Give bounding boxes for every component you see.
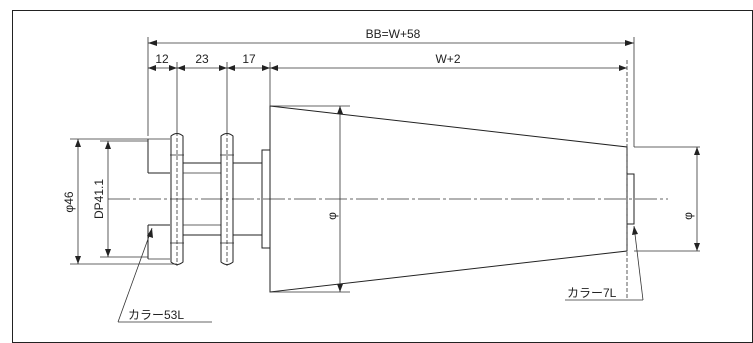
- dim-overall-label: BB=W+58: [366, 27, 421, 41]
- collar-53l-shape: [147, 138, 170, 260]
- sprocket-right: [220, 132, 234, 266]
- leader-collar-right: [565, 225, 644, 301]
- dim-taper-dia-label: φ: [325, 212, 339, 220]
- hub: [183, 162, 221, 236]
- dim-bore-label: DP41.1: [92, 179, 106, 219]
- collar-right-label: カラー7L: [567, 286, 617, 300]
- dim-body-label: W+2: [435, 52, 460, 66]
- dimension-taper: [270, 105, 350, 293]
- dimension-end: [694, 147, 700, 251]
- dimension-left: [70, 138, 177, 265]
- dimension-chain: [148, 62, 627, 132]
- dim-seg2-label: 23: [195, 52, 209, 66]
- dim-seg1-label: 12: [155, 52, 169, 66]
- collar-left-label: カラー53L: [128, 308, 184, 322]
- tapered-body: [269, 105, 628, 293]
- leader-collar-left: [117, 227, 212, 323]
- dim-outer-dia-label: φ46: [62, 191, 76, 212]
- drawing-border: [12, 10, 753, 343]
- dim-end-dia-label: φ: [681, 212, 695, 220]
- collar-7l-shape: [626, 60, 700, 300]
- dim-seg3-label: 17: [242, 52, 256, 66]
- dimension-overall: [147, 37, 635, 147]
